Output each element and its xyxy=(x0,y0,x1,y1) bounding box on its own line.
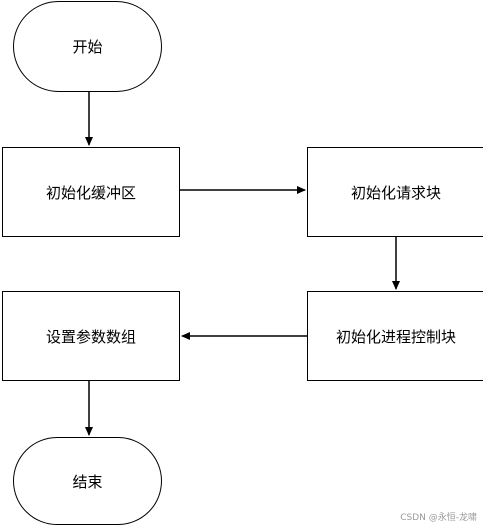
set-params-node: 设置参数数组 xyxy=(2,291,180,381)
init-pcb-node: 初始化进程控制块 xyxy=(307,291,483,381)
end-node-label: 结束 xyxy=(72,472,103,491)
init-pcb-node-label: 初始化进程控制块 xyxy=(335,327,456,346)
start-node: 开始 xyxy=(13,1,162,92)
init-buffer-node: 初始化缓冲区 xyxy=(2,147,180,237)
start-node-label: 开始 xyxy=(72,38,103,56)
set-params-node-label: 设置参数数组 xyxy=(45,327,136,346)
init-buffer-node-label: 初始化缓冲区 xyxy=(45,183,136,202)
end-node: 结束 xyxy=(13,437,162,525)
init-request-node-label: 初始化请求块 xyxy=(350,183,441,202)
watermark: CSDN @永恒-龙啸 xyxy=(400,513,477,523)
init-request-node: 初始化请求块 xyxy=(307,147,483,237)
